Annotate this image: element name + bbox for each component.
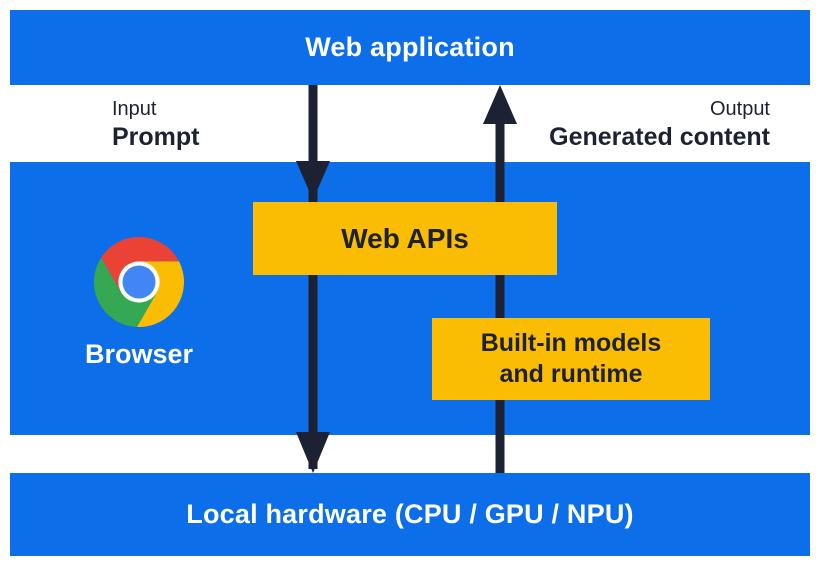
local-hardware-bar: Local hardware (CPU / GPU / NPU) (10, 473, 810, 556)
web-application-bar: Web application (10, 10, 810, 85)
input-flow-label: Input Prompt (112, 97, 200, 151)
chrome-logo-icon (94, 237, 184, 327)
output-flow-label: Output Generated content (549, 97, 770, 151)
builtin-models-label-line2: and runtime (499, 360, 643, 388)
input-caption: Input (112, 98, 157, 120)
browser-block: Browser (58, 237, 220, 370)
builtin-models-label-line1: Built-in models (480, 329, 662, 357)
web-apis-label: Web APIs (341, 222, 469, 254)
local-hardware-label: Local hardware (CPU / GPU / NPU) (186, 499, 634, 529)
input-value: Prompt (112, 123, 200, 151)
web-application-label: Web application (305, 32, 515, 62)
output-value: Generated content (549, 123, 770, 151)
web-apis-box: Web APIs (253, 202, 557, 275)
builtin-models-box: Built-in models and runtime (432, 318, 710, 400)
output-caption: Output (709, 98, 770, 120)
browser-label: Browser (84, 339, 194, 369)
